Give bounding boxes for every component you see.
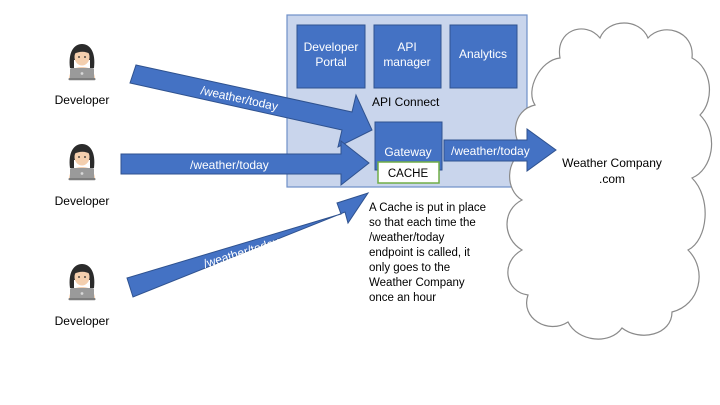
developer-2-label: Developer xyxy=(55,194,110,208)
developer-3-icon xyxy=(68,264,96,301)
note-line-2: so that each time the xyxy=(369,217,476,229)
developer-3: Developer xyxy=(55,264,110,328)
developer-1-icon xyxy=(68,44,96,81)
note-line-4: endpoint is called, it xyxy=(369,247,471,259)
cache-label: CACHE xyxy=(388,168,429,180)
developer-3-label: Developer xyxy=(55,314,110,328)
weather-company-cloud xyxy=(506,22,713,340)
api-manager-box xyxy=(373,24,442,89)
cloud-label-line2: .com xyxy=(599,172,625,186)
arrow-4-label: /weather/today xyxy=(451,144,530,158)
note-line-7: once an hour xyxy=(369,292,436,304)
api-connect-title: API Connect xyxy=(372,95,440,109)
request-arrow-3: /weather/today xyxy=(126,192,370,298)
developer-portal-box xyxy=(296,24,366,89)
developer-2-icon xyxy=(68,144,96,181)
cache-box xyxy=(377,161,440,184)
developer-portal-label-line2: Portal xyxy=(315,55,346,69)
request-arrow-2: /weather/today xyxy=(120,139,370,187)
gateway-label: Gateway xyxy=(384,145,431,159)
note-line-1: A Cache is put in place xyxy=(369,202,486,214)
arrow-2-label: /weather/today xyxy=(190,158,269,172)
note-line-5: only goes to the xyxy=(369,262,450,274)
developer-2: Developer xyxy=(55,144,110,208)
api-manager-label-line1: API xyxy=(397,40,416,54)
cloud-label-line1: Weather Company xyxy=(562,156,662,170)
note-line-3: /weather/today xyxy=(369,232,445,244)
developer-portal-label-line1: Developer xyxy=(304,40,359,54)
api-manager-label-line2: manager xyxy=(383,55,430,69)
cache-note: A Cache is put in place so that each tim… xyxy=(369,202,486,304)
request-arrow-4: /weather/today xyxy=(443,128,557,172)
analytics-label: Analytics xyxy=(459,47,507,61)
developer-1-label: Developer xyxy=(55,93,110,107)
analytics-box xyxy=(449,24,518,89)
developer-1: Developer xyxy=(55,44,110,107)
note-line-6: Weather Company xyxy=(369,277,465,289)
